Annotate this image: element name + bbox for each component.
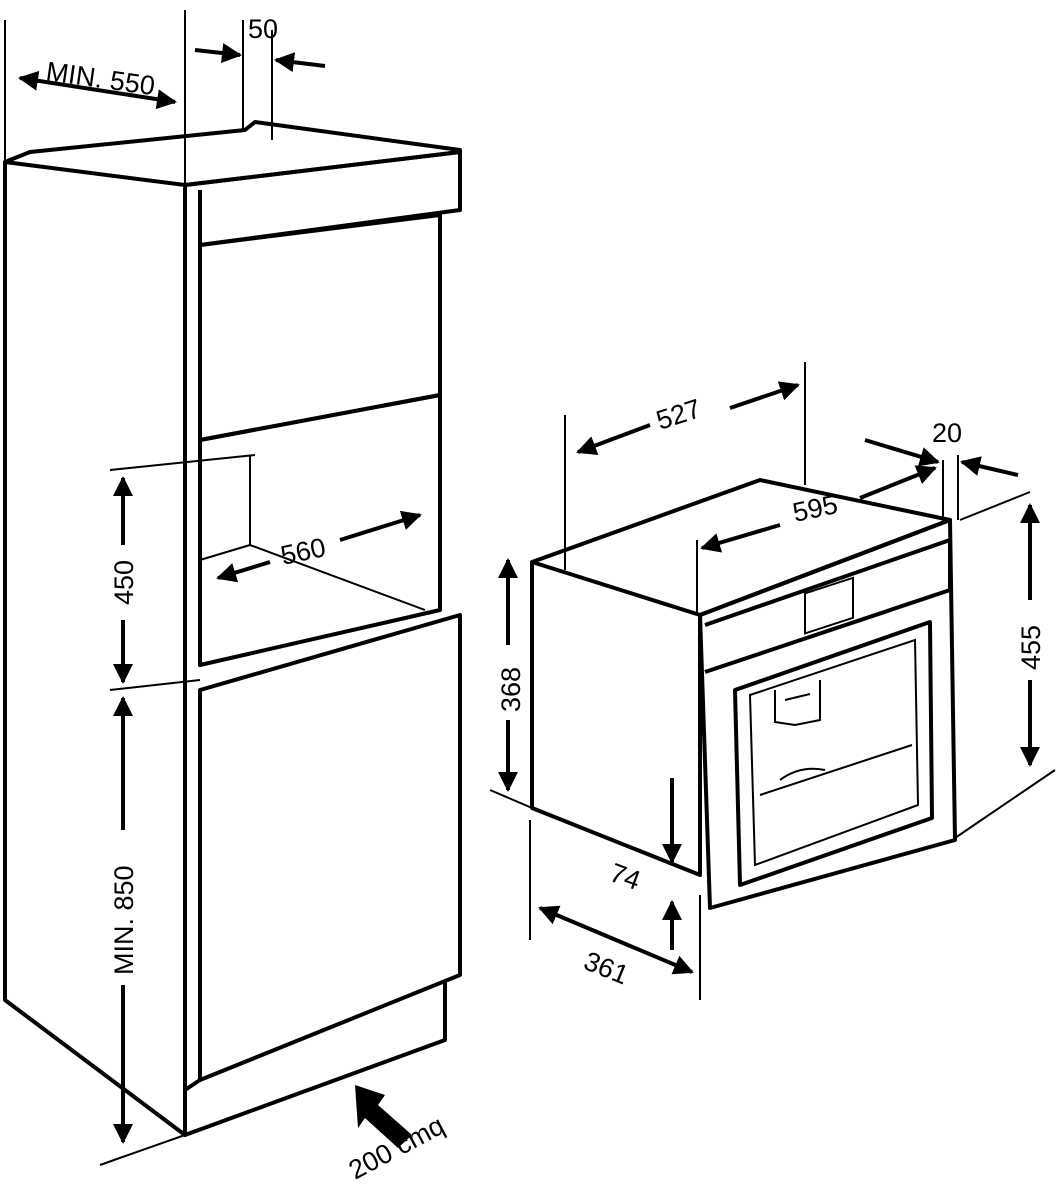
label-450: 450 <box>109 560 139 605</box>
control-panel <box>704 538 952 674</box>
upper-door <box>198 213 442 442</box>
machine-top <box>531 478 952 617</box>
label-20: 20 <box>932 418 962 448</box>
cabinet-top <box>4 120 462 187</box>
label-368: 368 <box>496 667 526 712</box>
coffee-machine <box>489 362 1056 1000</box>
dimension-arrow-min-550 <box>18 70 177 110</box>
cabinet-dimensions: MIN. 550 50 450 560 MIN. 850 200 cmq <box>18 14 449 1185</box>
extension-lines <box>99 454 256 1166</box>
machine-front <box>698 518 957 910</box>
label-560: 560 <box>278 532 328 571</box>
label-527: 527 <box>653 393 705 435</box>
cabinet-side-panel <box>3 160 187 1137</box>
plinth <box>183 980 447 1137</box>
dimension-arrow-50-right <box>274 52 326 73</box>
dimension-arrow-20-left <box>864 438 940 467</box>
dimension-arrow-527-right <box>729 381 800 410</box>
dimension-arrow-595-left <box>700 523 781 553</box>
dimension-arrow-560-left <box>216 560 271 583</box>
dispenser-frame <box>733 620 934 887</box>
airflow-arrow-icon <box>355 1085 412 1148</box>
top-panel <box>184 150 462 247</box>
drip-tray <box>779 767 826 781</box>
machine-side <box>530 560 702 877</box>
coffee-spout <box>774 680 821 727</box>
extension-lines-top <box>4 10 273 185</box>
label-50: 50 <box>248 14 278 44</box>
label-min-550: MIN. 550 <box>44 56 157 101</box>
label-361: 361 <box>580 946 633 991</box>
niche <box>198 393 442 667</box>
lower-door <box>198 613 462 1082</box>
dimension-arrow-560-right <box>339 510 422 542</box>
dimension-arrow-595-right <box>859 465 937 500</box>
label-455: 455 <box>1016 625 1046 670</box>
dimension-arrow-20-right <box>960 456 1019 477</box>
label-595: 595 <box>790 489 840 528</box>
dimension-arrow-361 <box>538 905 694 975</box>
dispenser-inner <box>748 638 920 867</box>
extension-lines <box>489 362 1056 1000</box>
label-74: 74 <box>606 857 644 895</box>
dimension-arrow-527-left <box>576 423 651 456</box>
dimension-arrow-50-left <box>194 43 242 63</box>
niche-inner <box>199 455 426 611</box>
tall-cabinet <box>3 10 462 1166</box>
display <box>804 576 854 635</box>
label-min-850: MIN. 850 <box>109 865 139 975</box>
